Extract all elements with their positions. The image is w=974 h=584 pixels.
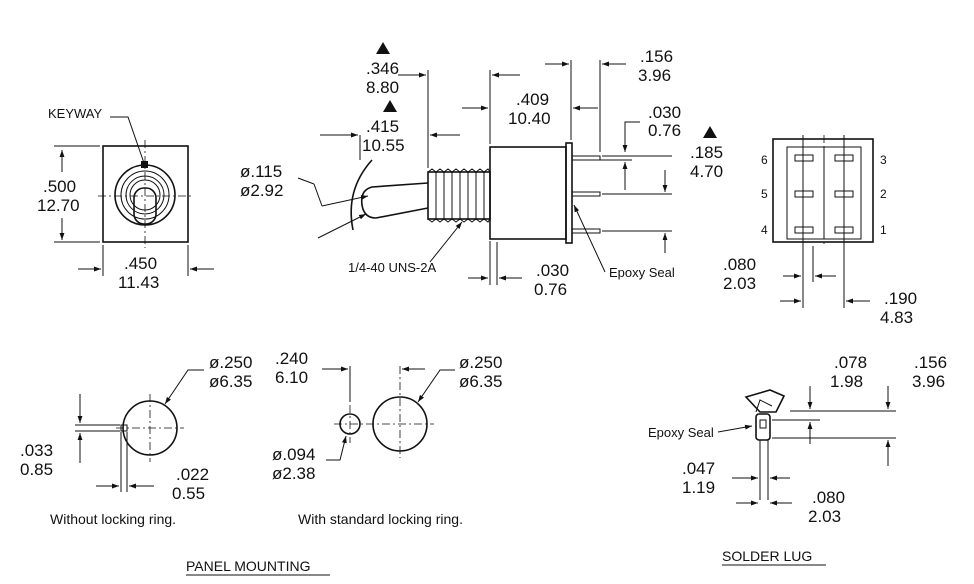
lug-b-mm: 3.96 bbox=[912, 372, 945, 391]
lug-b-in: .156 bbox=[914, 353, 947, 372]
tolerance-triangle-icon-3 bbox=[703, 126, 717, 138]
side-bottom-in: .030 bbox=[536, 261, 569, 280]
epoxy-seal-label: Epoxy Seal bbox=[609, 265, 675, 280]
lug-shank bbox=[755, 413, 771, 441]
terminal-pin-1 bbox=[834, 226, 854, 234]
lug-a-mm: 1.98 bbox=[830, 372, 863, 391]
solder-lug-title: SOLDER LUG bbox=[722, 548, 812, 564]
pin-label-4: 4 bbox=[761, 223, 768, 237]
lug-d-mm: 2.03 bbox=[808, 507, 841, 526]
thread-label: 1/4-40 UNS-2A bbox=[348, 260, 436, 275]
terminal-spacing-b-in: .190 bbox=[884, 289, 917, 308]
side-len-a-mm: 8.80 bbox=[366, 78, 399, 97]
panel-without-ring: ø.250 ø6.35 .033 0.85 .022 0.55 Without … bbox=[20, 353, 252, 527]
side-stem-dia-mm: ø2.92 bbox=[240, 181, 283, 200]
side-len-b-mm: 10.55 bbox=[362, 136, 405, 155]
side-pin-w-mm: 0.76 bbox=[648, 121, 681, 140]
front-height-in: .500 bbox=[43, 177, 76, 196]
panel-offset-mm: 6.10 bbox=[275, 368, 308, 387]
front-toggle-lever bbox=[133, 187, 157, 225]
lug-a-in: .078 bbox=[834, 353, 867, 372]
terminal-body bbox=[772, 138, 874, 243]
lug-epoxy-label: Epoxy Seal bbox=[648, 425, 714, 440]
terminal-pin-2 bbox=[834, 190, 854, 198]
panel-key-h-in: .033 bbox=[20, 441, 53, 460]
caption-with-ring: With standard locking ring. bbox=[298, 511, 463, 527]
side-len-b-in: .415 bbox=[366, 117, 399, 136]
side-pin-w-in: .030 bbox=[648, 103, 681, 122]
side-top-in: .156 bbox=[640, 47, 673, 66]
pin-label-6: 6 bbox=[761, 153, 768, 167]
front-body-outline bbox=[102, 145, 189, 243]
side-bottom-mm: 0.76 bbox=[534, 280, 567, 299]
side-body-mm: 10.40 bbox=[508, 109, 551, 128]
panel-key-w-mm: 0.55 bbox=[172, 484, 205, 503]
front-height-mm: 12.70 bbox=[37, 196, 80, 215]
solder-lug-view: .078 1.98 .156 3.96 Epoxy Seal .047 1.19… bbox=[648, 353, 947, 526]
front-width-mm: 11.43 bbox=[118, 273, 159, 292]
front-view: KEYWAY .500 12.70 .450 11.43 bbox=[37, 106, 214, 292]
terminal-pin-3 bbox=[834, 154, 854, 162]
lug-d-in: .080 bbox=[812, 488, 845, 507]
lug-head bbox=[744, 389, 786, 413]
terminal-spacing-a-mm: 2.03 bbox=[723, 274, 756, 293]
panel-hole2-dia-in: ø.250 bbox=[459, 353, 502, 372]
small-dia-mm: ø2.38 bbox=[272, 464, 315, 483]
panel-key-notch bbox=[120, 424, 128, 432]
pin-label-2: 2 bbox=[880, 187, 887, 201]
panel-key-w-in: .022 bbox=[176, 465, 209, 484]
panel-hole-dia-mm: ø6.35 bbox=[209, 372, 252, 391]
side-view: .346 8.80 .415 10.55 .409 10.40 .156 3.9… bbox=[240, 42, 723, 299]
side-stem-dia-in: ø.115 bbox=[240, 162, 282, 181]
lever-travel-arc bbox=[350, 159, 373, 231]
panel-hole-dia-in: ø.250 bbox=[209, 353, 252, 372]
threaded-bushing bbox=[427, 171, 491, 220]
toggle-lever bbox=[360, 182, 429, 219]
side-body-in: .409 bbox=[516, 90, 549, 109]
terminal-spacing-a-in: .080 bbox=[723, 255, 756, 274]
side-len-a-in: .346 bbox=[366, 59, 399, 78]
tolerance-triangle-icon bbox=[376, 42, 390, 54]
panel-key-h-mm: 0.85 bbox=[20, 460, 53, 479]
pin-label-3: 3 bbox=[880, 153, 887, 167]
side-pin-middle bbox=[571, 191, 601, 197]
side-pin-pitch-in: .185 bbox=[690, 143, 723, 162]
small-dia-in: ø.094 bbox=[272, 445, 315, 464]
pin-label-5: 5 bbox=[761, 187, 768, 201]
terminal-pin-5 bbox=[794, 190, 814, 198]
side-body bbox=[489, 146, 567, 240]
side-top-mm: 3.96 bbox=[638, 66, 671, 85]
front-width-in: .450 bbox=[124, 254, 157, 273]
panel-hole2-dia-mm: ø6.35 bbox=[459, 372, 502, 391]
caption-without-ring: Without locking ring. bbox=[50, 511, 176, 527]
terminal-pin-6 bbox=[794, 154, 814, 162]
terminal-view: 6 5 4 3 2 1 .080 2.03 .190 4.83 bbox=[723, 135, 917, 327]
terminal-pin-4 bbox=[794, 226, 814, 234]
side-pin-top bbox=[571, 155, 601, 161]
terminal-spacing-b-mm: 4.83 bbox=[880, 308, 913, 327]
lug-c-mm: 1.19 bbox=[682, 478, 715, 497]
panel-with-ring: .240 6.10 ø.250 ø6.35 ø.094 ø2.38 With s… bbox=[272, 349, 502, 527]
side-pin-pitch-mm: 4.70 bbox=[690, 162, 723, 181]
tolerance-triangle-icon-2 bbox=[383, 100, 397, 112]
side-pin-bottom bbox=[571, 228, 601, 234]
keyway-label: KEYWAY bbox=[48, 106, 103, 121]
panel-offset-in: .240 bbox=[275, 349, 308, 368]
panel-mounting-title: PANEL MOUNTING bbox=[186, 558, 310, 574]
lug-c-in: .047 bbox=[682, 459, 715, 478]
pin-label-1: 1 bbox=[880, 223, 887, 237]
